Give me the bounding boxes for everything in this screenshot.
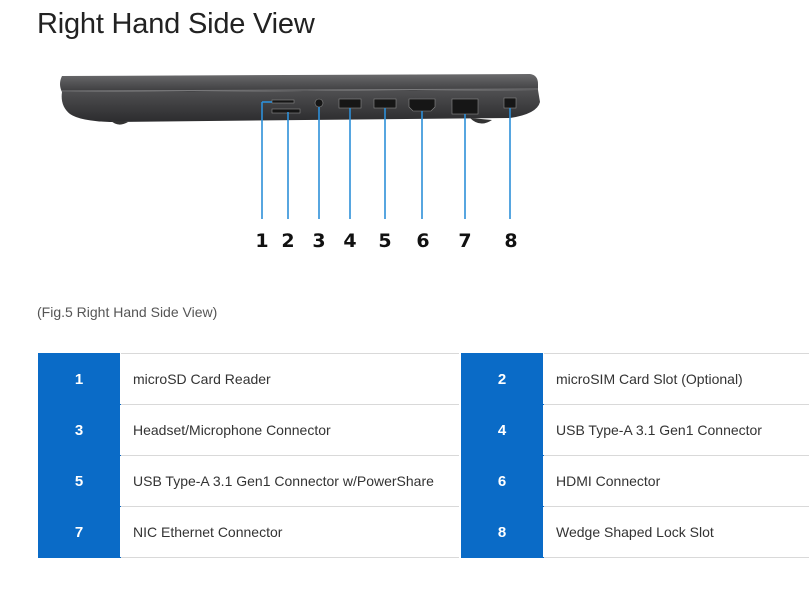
table-row: 3 Headset/Microphone Connector 4 USB Typ… xyxy=(38,404,809,456)
callout-number-3: 3 xyxy=(312,230,325,252)
microsd-slot xyxy=(271,99,295,104)
callout-number-5: 5 xyxy=(378,230,391,252)
laptop-side-view-figure: 1 2 3 4 5 6 7 8 xyxy=(40,62,560,262)
laptop-illustration: 1 2 3 4 5 6 7 8 xyxy=(60,74,541,252)
callout-number-8: 8 xyxy=(504,230,517,252)
hdmi-port xyxy=(408,98,436,112)
ethernet-port xyxy=(451,98,479,115)
callout-number-4: 4 xyxy=(343,230,356,252)
port-number: 8 xyxy=(460,506,544,558)
port-label: Wedge Shaped Lock Slot xyxy=(543,506,809,558)
port-label: NIC Ethernet Connector xyxy=(120,506,461,558)
port-number: 5 xyxy=(38,455,121,507)
port-number: 2 xyxy=(460,353,544,405)
usb-port-1 xyxy=(338,98,362,109)
figure-caption: (Fig.5 Right Hand Side View) xyxy=(37,304,218,320)
microsim-slot xyxy=(271,108,301,114)
usb-port-2 xyxy=(373,98,397,109)
callout-lines xyxy=(261,101,511,219)
table-row: 1 microSD Card Reader 2 microSIM Card Sl… xyxy=(38,353,809,405)
port-number: 3 xyxy=(38,404,121,456)
table-row: 7 NIC Ethernet Connector 8 Wedge Shaped … xyxy=(38,506,809,558)
port-label: USB Type-A 3.1 Gen1 Connector xyxy=(543,404,809,456)
port-label: USB Type-A 3.1 Gen1 Connector w/PowerSha… xyxy=(120,455,461,507)
port-label: microSD Card Reader xyxy=(120,353,461,405)
callout-number-2: 2 xyxy=(281,230,294,252)
laptop-body xyxy=(60,74,541,125)
callout-number-6: 6 xyxy=(416,230,429,252)
port-number: 7 xyxy=(38,506,121,558)
callout-number-1: 1 xyxy=(255,230,268,252)
headset-jack xyxy=(314,98,324,108)
port-spec-table: 1 microSD Card Reader 2 microSIM Card Sl… xyxy=(38,353,809,558)
port-number: 4 xyxy=(460,404,544,456)
port-label: Headset/Microphone Connector xyxy=(120,404,461,456)
table-row: 5 USB Type-A 3.1 Gen1 Connector w/PowerS… xyxy=(38,455,809,507)
port-number: 1 xyxy=(38,353,121,405)
lock-slot xyxy=(503,97,517,109)
port-label: HDMI Connector xyxy=(543,455,809,507)
port-label: microSIM Card Slot (Optional) xyxy=(543,353,809,405)
callout-numbers: 1 2 3 4 5 6 7 8 xyxy=(255,230,517,252)
port-number: 6 xyxy=(460,455,544,507)
callout-number-7: 7 xyxy=(458,230,471,252)
page-title: Right Hand Side View xyxy=(37,8,315,40)
